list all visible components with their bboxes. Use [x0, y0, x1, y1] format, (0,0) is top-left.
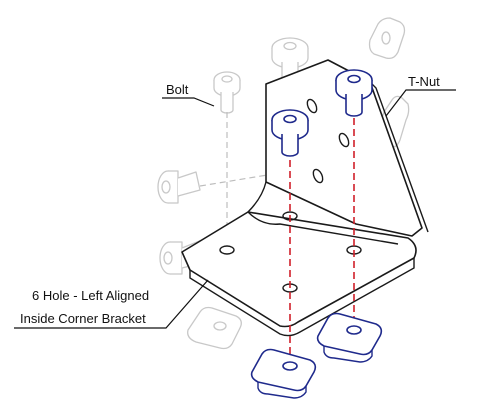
bracket-vertical-flange: [265, 59, 423, 237]
ghost-bolt-horizontal: [157, 170, 201, 204]
ghost-tnut-top: [368, 17, 406, 60]
base-hole: [219, 245, 235, 255]
label-tnut-text: T-Nut: [408, 74, 440, 89]
label-bolt-text: Bolt: [166, 82, 189, 97]
label-bolt: Bolt: [162, 82, 215, 107]
label-bracket-line1: 6 Hole - Left Aligned: [32, 288, 149, 303]
tnut-right-highlighted: [316, 312, 383, 363]
tnut-bolt-highlighted: [335, 69, 373, 117]
label-bracket: 6 Hole - Left Aligned Inside Corner Brac…: [14, 279, 209, 329]
corner-bracket: [181, 59, 429, 337]
flange-hole: [338, 132, 350, 148]
ghost-tnut-bottom: [187, 306, 242, 350]
flange-hole: [306, 98, 318, 114]
ghost-bolt-left: [213, 71, 241, 114]
bracket-base-plate: [181, 211, 417, 328]
label-bracket-line2: Inside Corner Bracket: [20, 311, 146, 326]
alignment-lines: [289, 118, 355, 372]
flange-hole: [312, 168, 324, 184]
bolt-highlighted: [271, 109, 309, 157]
tnut-left-highlighted: [250, 348, 317, 399]
label-tnut: T-Nut: [385, 74, 456, 117]
